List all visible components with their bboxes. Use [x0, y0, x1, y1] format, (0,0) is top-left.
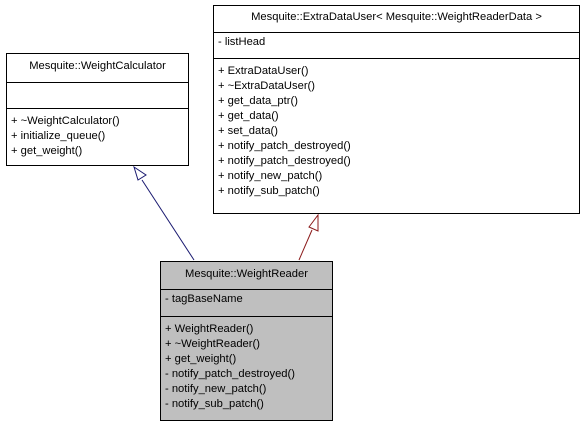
method-item: + set_data()	[218, 125, 279, 137]
method-item: + ExtraDataUser()	[218, 65, 309, 77]
class-box-weight-reader[interactable]: Mesquite::WeightReader - tagBaseName + W…	[160, 261, 333, 421]
edge-weightreader-to-weightcalculator	[133, 165, 195, 261]
edge-weightreader-to-extradatauser	[298, 213, 319, 261]
class-title: Mesquite::WeightCalculator	[29, 60, 166, 72]
method-item: + ~WeightCalculator()	[11, 115, 120, 127]
attribute-item: - listHead	[218, 36, 266, 48]
methods-section: + ExtraDataUser() + ~ExtraDataUser() + g…	[214, 58, 579, 199]
method-item: + initialize_queue()	[11, 130, 106, 142]
methods-section: + ~WeightCalculator() + initialize_queue…	[7, 108, 188, 159]
method-item: - notify_new_patch()	[165, 383, 267, 395]
class-box-weight-calculator[interactable]: Mesquite::WeightCalculator + ~WeightCalc…	[6, 53, 189, 166]
attributes-section: - listHead	[214, 32, 579, 58]
method-item: + notify_patch_destroyed()	[218, 155, 351, 167]
method-item: + notify_patch_destroyed()	[218, 140, 351, 152]
class-title: Mesquite::WeightReader	[185, 268, 308, 280]
method-item: - notify_sub_patch()	[165, 398, 264, 410]
method-item: + get_data()	[218, 110, 279, 122]
attribute-item: - tagBaseName	[165, 293, 243, 305]
class-box-extra-data-user[interactable]: Mesquite::ExtraDataUser< Mesquite::Weigh…	[213, 5, 580, 214]
method-item: + get_weight()	[11, 145, 83, 157]
method-item: + notify_new_patch()	[218, 170, 323, 182]
attributes-section	[7, 82, 188, 108]
method-item: + ~WeightReader()	[165, 338, 260, 350]
method-item: + notify_sub_patch()	[218, 185, 320, 197]
method-item: + get_weight()	[165, 353, 237, 365]
class-title: Mesquite::ExtraDataUser< Mesquite::Weigh…	[251, 11, 542, 23]
attributes-section: - tagBaseName	[161, 289, 332, 316]
method-item: + get_data_ptr()	[218, 95, 298, 107]
method-item: + WeightReader()	[165, 323, 254, 335]
method-item: + ~ExtraDataUser()	[218, 80, 315, 92]
methods-section: + WeightReader() + ~WeightReader() + get…	[161, 316, 332, 412]
method-item: - notify_patch_destroyed()	[165, 368, 295, 380]
